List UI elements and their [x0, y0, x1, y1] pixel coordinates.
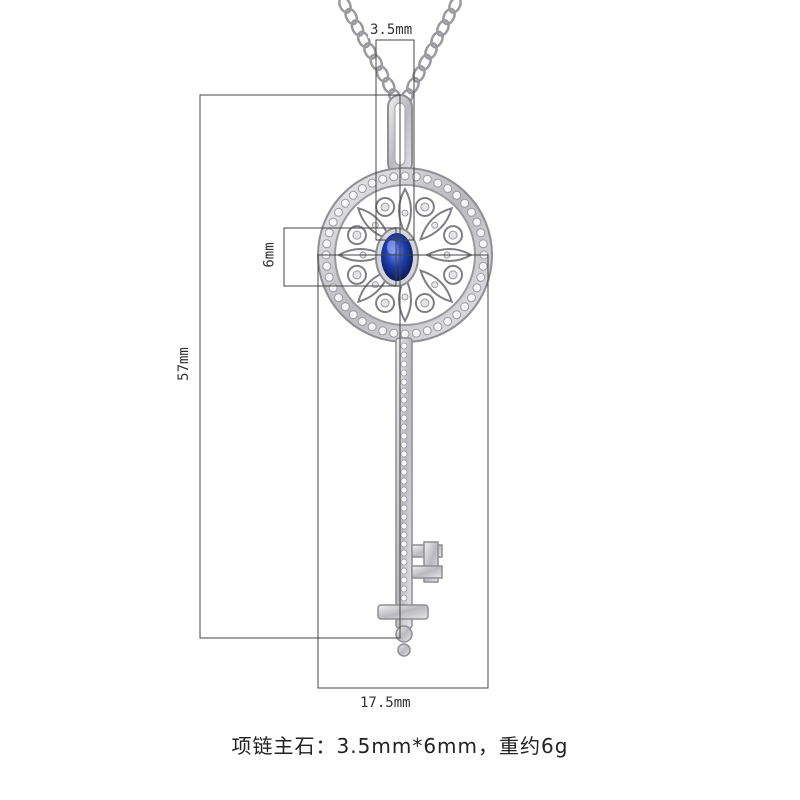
dimension-label-total-length: 57mm: [175, 347, 192, 381]
necklace-chain: [338, 0, 462, 106]
key-shaft: [395, 337, 413, 629]
center-sapphire: [375, 227, 419, 287]
dimension-label-top-width: 3.5mm: [368, 22, 415, 38]
dimension-head-width-box: [317, 254, 489, 689]
dimension-stone-box: [283, 227, 397, 287]
product-spec-caption: 项链主石：3.5mm*6mm，重约6g: [231, 734, 569, 758]
dimension-length-box: [199, 94, 401, 639]
key-crossguard: [377, 604, 429, 657]
dimension-label-head-width: 17.5mm: [360, 695, 411, 711]
dimension-lines: [199, 39, 489, 689]
key-teeth: [411, 541, 443, 583]
dimension-label-stone-height: 6mm: [261, 242, 278, 268]
dimension-top-width-box: [375, 39, 415, 241]
